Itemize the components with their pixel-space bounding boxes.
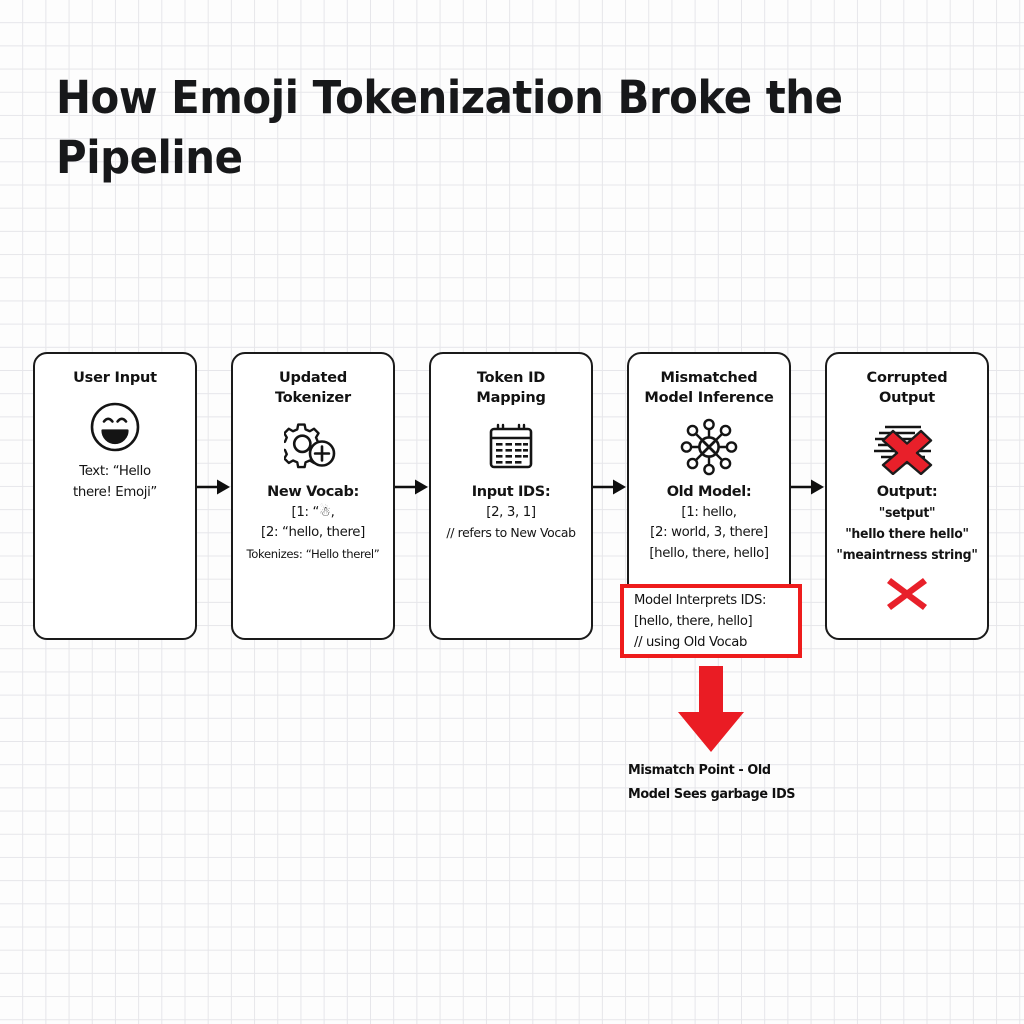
down-arrow-icon — [668, 666, 754, 752]
mismatch-note: Mismatch Point - Old Model Sees garbage … — [628, 758, 844, 806]
network-node-x-icon — [680, 416, 738, 478]
body-line: [2, 3, 1] — [486, 504, 536, 520]
mismatch-note-line: Model Sees garbage IDS — [628, 786, 796, 802]
callout-line: Model Interprets IDS: — [634, 592, 767, 608]
box-title: User Input — [73, 370, 157, 386]
box-body: Input IDS: [2, 3, 1] // refers to New Vo… — [431, 482, 591, 544]
body-line: there! Emoji” — [73, 484, 157, 500]
body-line: [1: hello, — [681, 504, 737, 520]
right-arrow-icon — [393, 478, 429, 496]
body-line: // refers to New Vocab — [446, 525, 576, 540]
body-line: Old Model: — [666, 484, 752, 500]
flow-box-token-id-mapping[interactable]: Token ID Mapping Input IDS: — [429, 352, 593, 640]
body-line: Input IDS: — [471, 484, 551, 500]
gear-plus-icon — [284, 416, 342, 478]
callout-line: [hello, there, hello] — [634, 613, 753, 629]
red-x-icon — [885, 574, 929, 619]
body-line: Tokenizes: “Hello therel” — [246, 546, 380, 561]
model-interprets-callout[interactable]: Model Interprets IDS: [hello, there, hel… — [620, 584, 802, 658]
right-arrow-icon — [591, 478, 627, 496]
right-arrow-icon — [789, 478, 825, 496]
mismatch-note-line: Mismatch Point - Old — [628, 762, 771, 778]
flow-box-corrupted-output[interactable]: Corrupted Output Output: "setput" "hello… — [825, 352, 989, 640]
box-title: Mismatched Model Inference — [644, 370, 774, 406]
body-line: [2: world, 3, there] — [650, 525, 768, 540]
body-line: "hello there hello" — [845, 525, 969, 542]
box-body: Old Model: [1: hello, [2: world, 3, ther… — [629, 482, 789, 564]
flow-box-user-input[interactable]: User Input Text: “Hello there! Emoji” — [33, 352, 197, 640]
box-title: Token ID Mapping — [476, 370, 546, 406]
body-line: [1: “☃, — [291, 504, 335, 520]
callout-line: // using Old Vocab — [634, 634, 747, 650]
body-line: Output: — [876, 484, 938, 500]
glitch-red-x-icon — [869, 416, 945, 478]
box-body: New Vocab: [1: “☃, [2: “hello, there] To… — [233, 482, 393, 564]
body-line: "setput" — [878, 504, 936, 521]
body-line: "meaintrness string" — [836, 546, 978, 563]
box-title: Corrupted Output — [866, 370, 948, 406]
body-line: [2: “hello, there] — [261, 525, 365, 540]
right-arrow-icon — [195, 478, 231, 496]
body-line: New Vocab: — [267, 484, 359, 500]
body-line: [hello, there, hello] — [649, 545, 769, 561]
flow-box-updated-tokenizer[interactable]: Updated Tokenizer New Vocab: [1: “☃, [2:… — [231, 352, 395, 640]
body-line: Text: “Hello — [79, 464, 151, 479]
box-title: Updated Tokenizer — [275, 370, 351, 406]
calendar-grid-icon — [485, 416, 537, 478]
box-body: Output: "setput" "hello there hello" "me… — [827, 482, 987, 566]
smiley-face-icon — [87, 396, 143, 458]
box-body: Text: “Hello there! Emoji” — [35, 462, 195, 503]
page-title: How Emoji Tokenization Broke the Pipelin… — [56, 71, 843, 184]
